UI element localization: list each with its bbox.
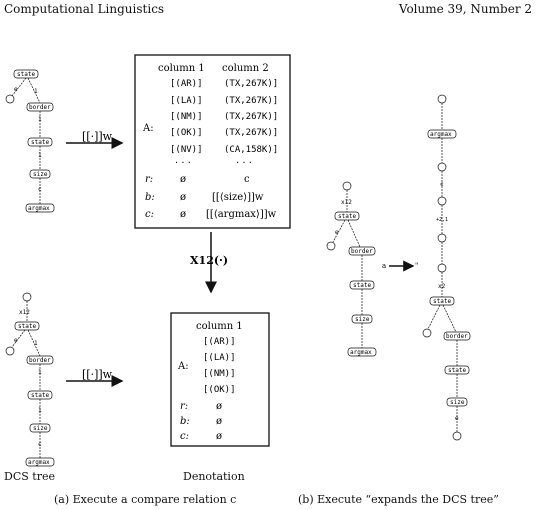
expand-arrow: a " xyxy=(382,260,418,272)
edge-label: 1 xyxy=(38,407,42,414)
cell: [(LA)] xyxy=(203,353,236,363)
column-header: column 1 xyxy=(158,63,205,74)
node-label: state xyxy=(31,139,49,146)
edge-label: e xyxy=(14,337,18,344)
node-label: size xyxy=(33,425,48,432)
node-label: size xyxy=(355,316,370,323)
denotation-arrow-top: [[·]]w xyxy=(66,130,124,149)
node-label: border xyxy=(446,333,468,340)
operator-label: [[·]]w xyxy=(82,130,113,143)
denotation-box-bottom: column 1 A: [(AR)] [(LA)] [(NM)] [(OK)] … xyxy=(170,312,270,447)
edge-label: e xyxy=(455,415,459,422)
cell: [(NM)] xyxy=(170,112,203,122)
arrow-label: a xyxy=(382,262,386,270)
cell: ø xyxy=(216,416,222,427)
operator-label: X12(·) xyxy=(190,254,228,267)
node-label: argmax xyxy=(28,459,50,466)
node-label: border xyxy=(29,104,51,111)
edge-label: e xyxy=(14,86,18,93)
edge-label: 1 xyxy=(34,88,38,95)
row-label: b: xyxy=(145,192,155,203)
node-label: argmax xyxy=(28,205,50,212)
node-label: state xyxy=(433,298,451,305)
node-label: size xyxy=(33,171,48,178)
mark-label: x12 xyxy=(341,199,352,206)
column-header: column 2 xyxy=(222,63,269,74)
denotation-label: Denotation xyxy=(183,470,245,483)
arrow-label: " xyxy=(415,262,418,270)
mark-label: x12 xyxy=(19,309,30,316)
cell: [(NM)] xyxy=(203,369,236,379)
node-label: argmax xyxy=(350,349,372,356)
node-label: state xyxy=(353,282,371,289)
node-label: border xyxy=(351,248,373,255)
running-header-left: Computational Linguistics xyxy=(4,2,165,16)
edge-label: c xyxy=(440,181,444,188)
cell: [(AR)] xyxy=(203,337,236,347)
cell: ø xyxy=(180,209,186,220)
row-label: c: xyxy=(180,431,189,442)
cell: (TX,267K)] xyxy=(224,79,278,89)
node-label: state xyxy=(338,213,356,220)
node-label: size xyxy=(450,399,465,406)
edge-label: 1 xyxy=(38,116,42,123)
cell: c xyxy=(244,174,250,185)
node-circle xyxy=(5,94,15,104)
cell: [(LA)] xyxy=(170,96,203,106)
cell: ø xyxy=(216,401,222,412)
dcs-tree-b-right: argmax c +2,1 x2 state border state size… xyxy=(422,94,471,441)
cell: (CA,158K)] xyxy=(224,145,278,155)
cell: [(NV)] xyxy=(170,145,203,155)
column-header: column 1 xyxy=(196,321,243,332)
dcs-tree-bottom: x12 state e 1 border 1 state 1 size c ar… xyxy=(5,292,55,467)
row-label: c: xyxy=(145,209,154,220)
cell: [[⟨size⟩]]w xyxy=(212,192,264,203)
dcs-tree-top: e 1 state border 1 state 1 size c argmax xyxy=(5,69,55,213)
cell: ø xyxy=(180,192,186,203)
row-label: r: xyxy=(180,401,188,412)
node-label: state xyxy=(18,323,36,330)
denotation-arrow-bottom: [[·]]w xyxy=(66,368,124,387)
row-label: b: xyxy=(180,416,190,427)
node-state xyxy=(13,69,39,79)
edge-label: 1 xyxy=(38,152,42,159)
edge-label: +2,1 xyxy=(436,217,448,223)
caption-b: (b) Execute “expands the DCS tree” xyxy=(298,493,499,506)
node-label: border xyxy=(29,357,51,364)
ellipsis: · · · xyxy=(236,158,252,169)
edge-label: 1 xyxy=(38,369,42,376)
cell: [(AR)] xyxy=(170,79,203,89)
cell: ø xyxy=(216,431,222,442)
dcs-tree-label: DCS tree xyxy=(4,470,55,483)
ellipsis: · · · xyxy=(175,158,191,169)
cell: ø xyxy=(180,174,186,185)
edge-label: c xyxy=(38,441,42,448)
row-label: r: xyxy=(145,174,153,185)
row-label: A: xyxy=(177,361,189,372)
cell: [[⟨argmax⟩]]w xyxy=(206,209,277,220)
cell: (TX,267K)] xyxy=(224,112,278,122)
edge-label: c xyxy=(38,186,42,193)
node-label: state xyxy=(17,71,35,78)
caption-a: (a) Execute a compare relation c xyxy=(54,493,237,506)
edge-label: 1 xyxy=(34,340,38,347)
node-label: state xyxy=(448,367,466,374)
edge-label: e xyxy=(335,229,339,236)
denotation-box-top: column 1 column 2 A: [(AR)] (TX,267K)] [… xyxy=(134,54,291,229)
running-header-right: Volume 39, Number 2 xyxy=(398,2,532,16)
operator-label: [[·]]w xyxy=(82,368,113,381)
node-label: argmax xyxy=(430,131,452,138)
cell: [(OK)] xyxy=(170,128,203,138)
row-label: A: xyxy=(142,123,154,134)
execute-arrow: X12(·) xyxy=(190,232,228,294)
cell: (TX,267K)] xyxy=(224,96,278,106)
node-label: state xyxy=(31,392,49,399)
dcs-tree-b-left: x12 state e border state size argmax xyxy=(326,181,377,357)
cell: [(OK)] xyxy=(203,385,236,395)
cell: (TX,267K)] xyxy=(224,128,278,138)
mark-label: x2 xyxy=(438,283,446,290)
